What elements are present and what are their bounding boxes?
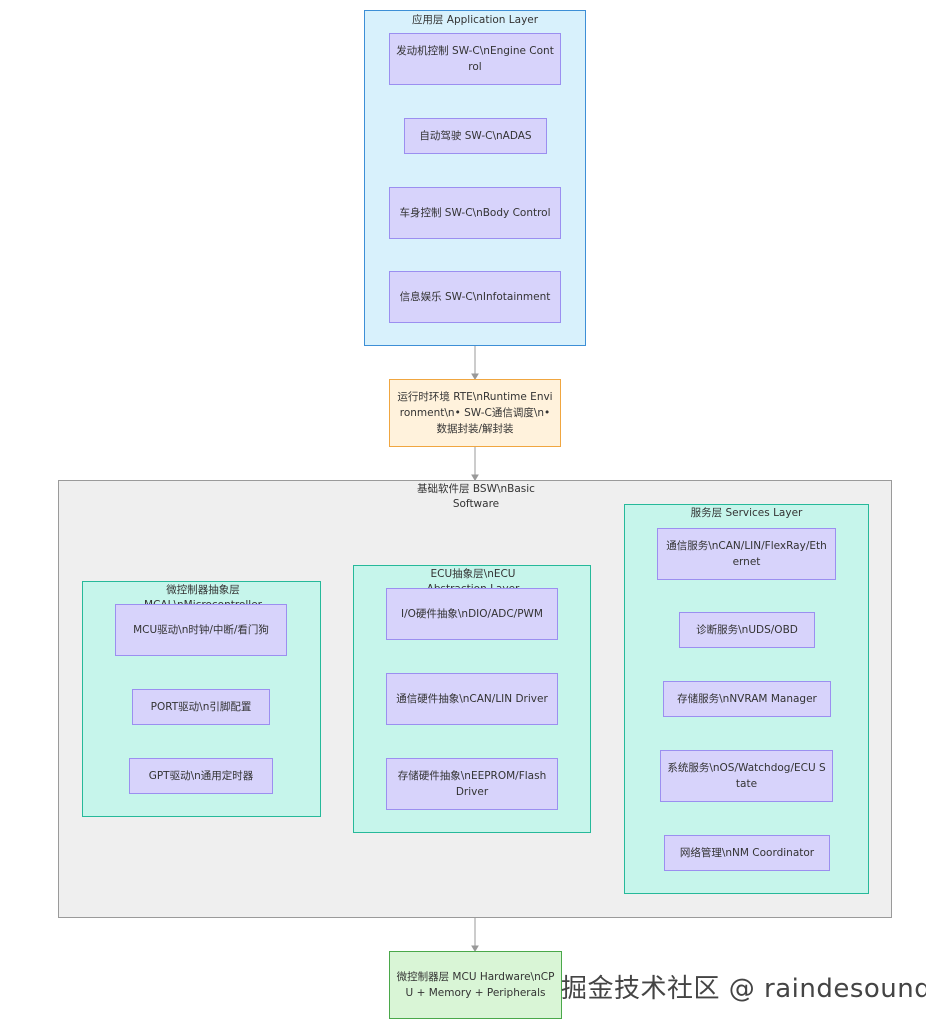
mcu-driver-node[interactable]: MCU驱动\n时钟/中断/看门狗: [115, 604, 287, 656]
arrowhead-rte-to-bsw: [471, 474, 479, 481]
gpt-driver-node[interactable]: GPT驱动\n通用定时器: [129, 758, 273, 794]
port-driver-node[interactable]: PORT驱动\n引脚配置: [132, 689, 270, 725]
bsw-layer-title: 基础软件层 BSW\nBasic Software: [417, 483, 535, 510]
application-layer-title: 应用层 Application Layer: [411, 14, 539, 26]
adas-node[interactable]: 自动驾驶 SW-C\nADAS: [404, 118, 547, 154]
diagnostic-services-node[interactable]: 诊断服务\nUDS/OBD: [679, 612, 815, 648]
body-control-node[interactable]: 车身控制 SW-C\nBody Control: [389, 187, 561, 239]
memory-services-node[interactable]: 存储服务\nNVRAM Manager: [663, 681, 831, 717]
arrowhead-app-to-rte: [471, 373, 479, 380]
mcu-hardware-node[interactable]: 微控制器层 MCU Hardware\nCPU + Memory + Perip…: [389, 951, 562, 1019]
io-hw-abstraction-node[interactable]: I/O硬件抽象\nDIO/ADC/PWM: [386, 588, 558, 640]
infotainment-node[interactable]: 信息娱乐 SW-C\nInfotainment: [389, 271, 561, 323]
arrowhead-bsw-to-mcu: [471, 945, 479, 952]
comm-services-node[interactable]: 通信服务\nCAN/LIN/FlexRay/Ethernet: [657, 528, 836, 580]
engine-control-node[interactable]: 发动机控制 SW-C\nEngine Control: [389, 33, 561, 85]
services-layer-title: 服务层 Services Layer: [690, 507, 803, 519]
rte-node[interactable]: 运行时环境 RTE\nRuntime Environment\n• SW-C通信…: [389, 379, 561, 447]
system-services-node[interactable]: 系统服务\nOS/Watchdog/ECU State: [660, 750, 833, 802]
mem-hw-abstraction-node[interactable]: 存储硬件抽象\nEEPROM/Flash Driver: [386, 758, 558, 810]
watermark-text: 掘金技术社区 @ raindesound: [561, 974, 926, 1004]
network-management-node[interactable]: 网络管理\nNM Coordinator: [664, 835, 830, 871]
comm-hw-abstraction-node[interactable]: 通信硬件抽象\nCAN/LIN Driver: [386, 673, 558, 725]
